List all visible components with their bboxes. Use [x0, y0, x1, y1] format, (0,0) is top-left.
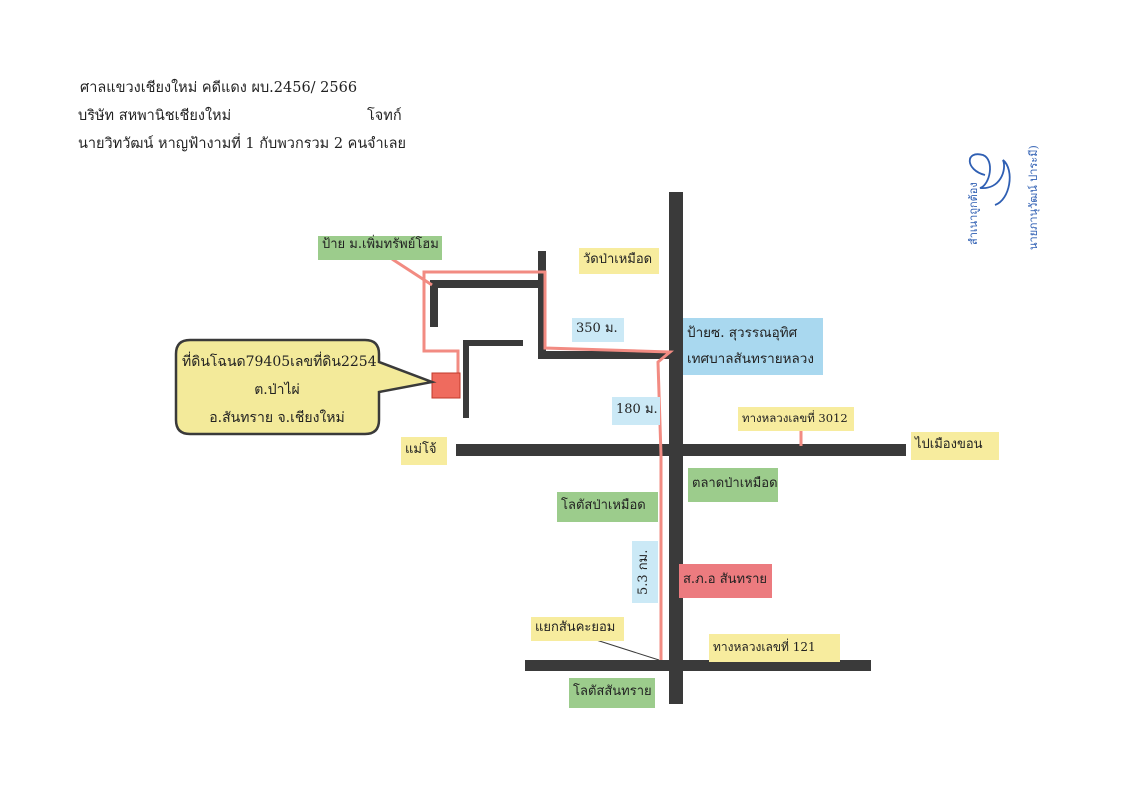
plaintiff-role: โจทก์ [367, 108, 402, 124]
land-district: อ.สันทราย จ.เชียงใหม่ [209, 410, 345, 426]
village-road-top [430, 280, 542, 288]
village-sign-label: ป้าย ม.เพิ่มทรัพย์โฮม [318, 236, 442, 260]
village-road-branch [463, 340, 469, 418]
certified-signature: สำเนาถูกต้อง นายภานุวัฒน์ ปาระมี) [955, 110, 1050, 250]
to-maejo-label: แม่โจ้ [401, 437, 447, 465]
to-muang-khon-label: ไปเมืองขอน [911, 432, 999, 460]
junction-leader [589, 637, 660, 661]
highway-121-label: ทางหลวงเลขที่ 121 [709, 634, 840, 662]
distance-5-3km-label: 5.3 กม. [632, 541, 658, 603]
lotus-sansai-label: โลตัสสันทราย [569, 678, 655, 708]
village-sign-leader [391, 257, 433, 287]
soi-horizontal [538, 351, 670, 359]
defendant-role: จำเลย [367, 136, 406, 152]
road-maejo-muangkhon [456, 444, 906, 456]
village-road-lower [463, 340, 523, 346]
police-station-label: ส.ภ.อ สันทราย [679, 564, 772, 598]
lotus-pamuead-label: โลตัสป่าเหมือด [557, 492, 658, 522]
market-label: ตลาดป่าเหมือด [688, 468, 778, 502]
temple-label: วัดป่าเหมือด [579, 248, 659, 274]
soi-sign-line1: ป้ายซ. สุวรรณอุทิศ [687, 325, 798, 341]
land-callout-bubble [174, 338, 437, 436]
defendant-name: นายวิทวัฒน์ หาญฟ้างามที่ 1 กับพวกรวม 2 ค… [78, 136, 368, 152]
soi-sign-label: ป้ายซ. สุวรรณอุทิศ เทศบาลสันทรายหลวง [683, 318, 823, 375]
land-deed: ที่ดินโฉนด79405เลขที่ดิน2254 [182, 354, 377, 370]
village-road-left [430, 280, 438, 327]
signature-line2: นายภานุวัฒน์ ปาระมี) [1027, 145, 1040, 250]
signature-scribble-icon: สำเนาถูกต้อง นายภานุวัฒน์ ปาระมี) [967, 145, 1040, 250]
land-plot [431, 372, 461, 399]
case-heading: ศาลแขวงเชียงใหม่ คดีแดง ผบ.2456/ 2566 [80, 80, 358, 96]
land-callout-text: ที่ดินโฉนด79405เลขที่ดิน2254 ต.ป่าไผ่ อ.… [182, 348, 377, 432]
land-subdistrict: ต.ป่าไผ่ [254, 382, 300, 398]
distance-350m-label: 350 ม. [572, 318, 624, 342]
signature-line1: สำเนาถูกต้อง [967, 182, 980, 245]
highway-121-road [525, 660, 871, 671]
highway-3012-label: ทางหลวงเลขที่ 3012 [738, 407, 854, 431]
distance-180m-label: 180 ม. [612, 397, 660, 425]
soi-vertical [538, 251, 546, 359]
sankayom-junction-label: แยกสันคะยอม [531, 617, 624, 641]
soi-sign-line2: เทศบาลสันทรายหลวง [687, 351, 814, 367]
plaintiff-name: บริษัท สหพานิชเชียงใหม่ [78, 108, 232, 124]
